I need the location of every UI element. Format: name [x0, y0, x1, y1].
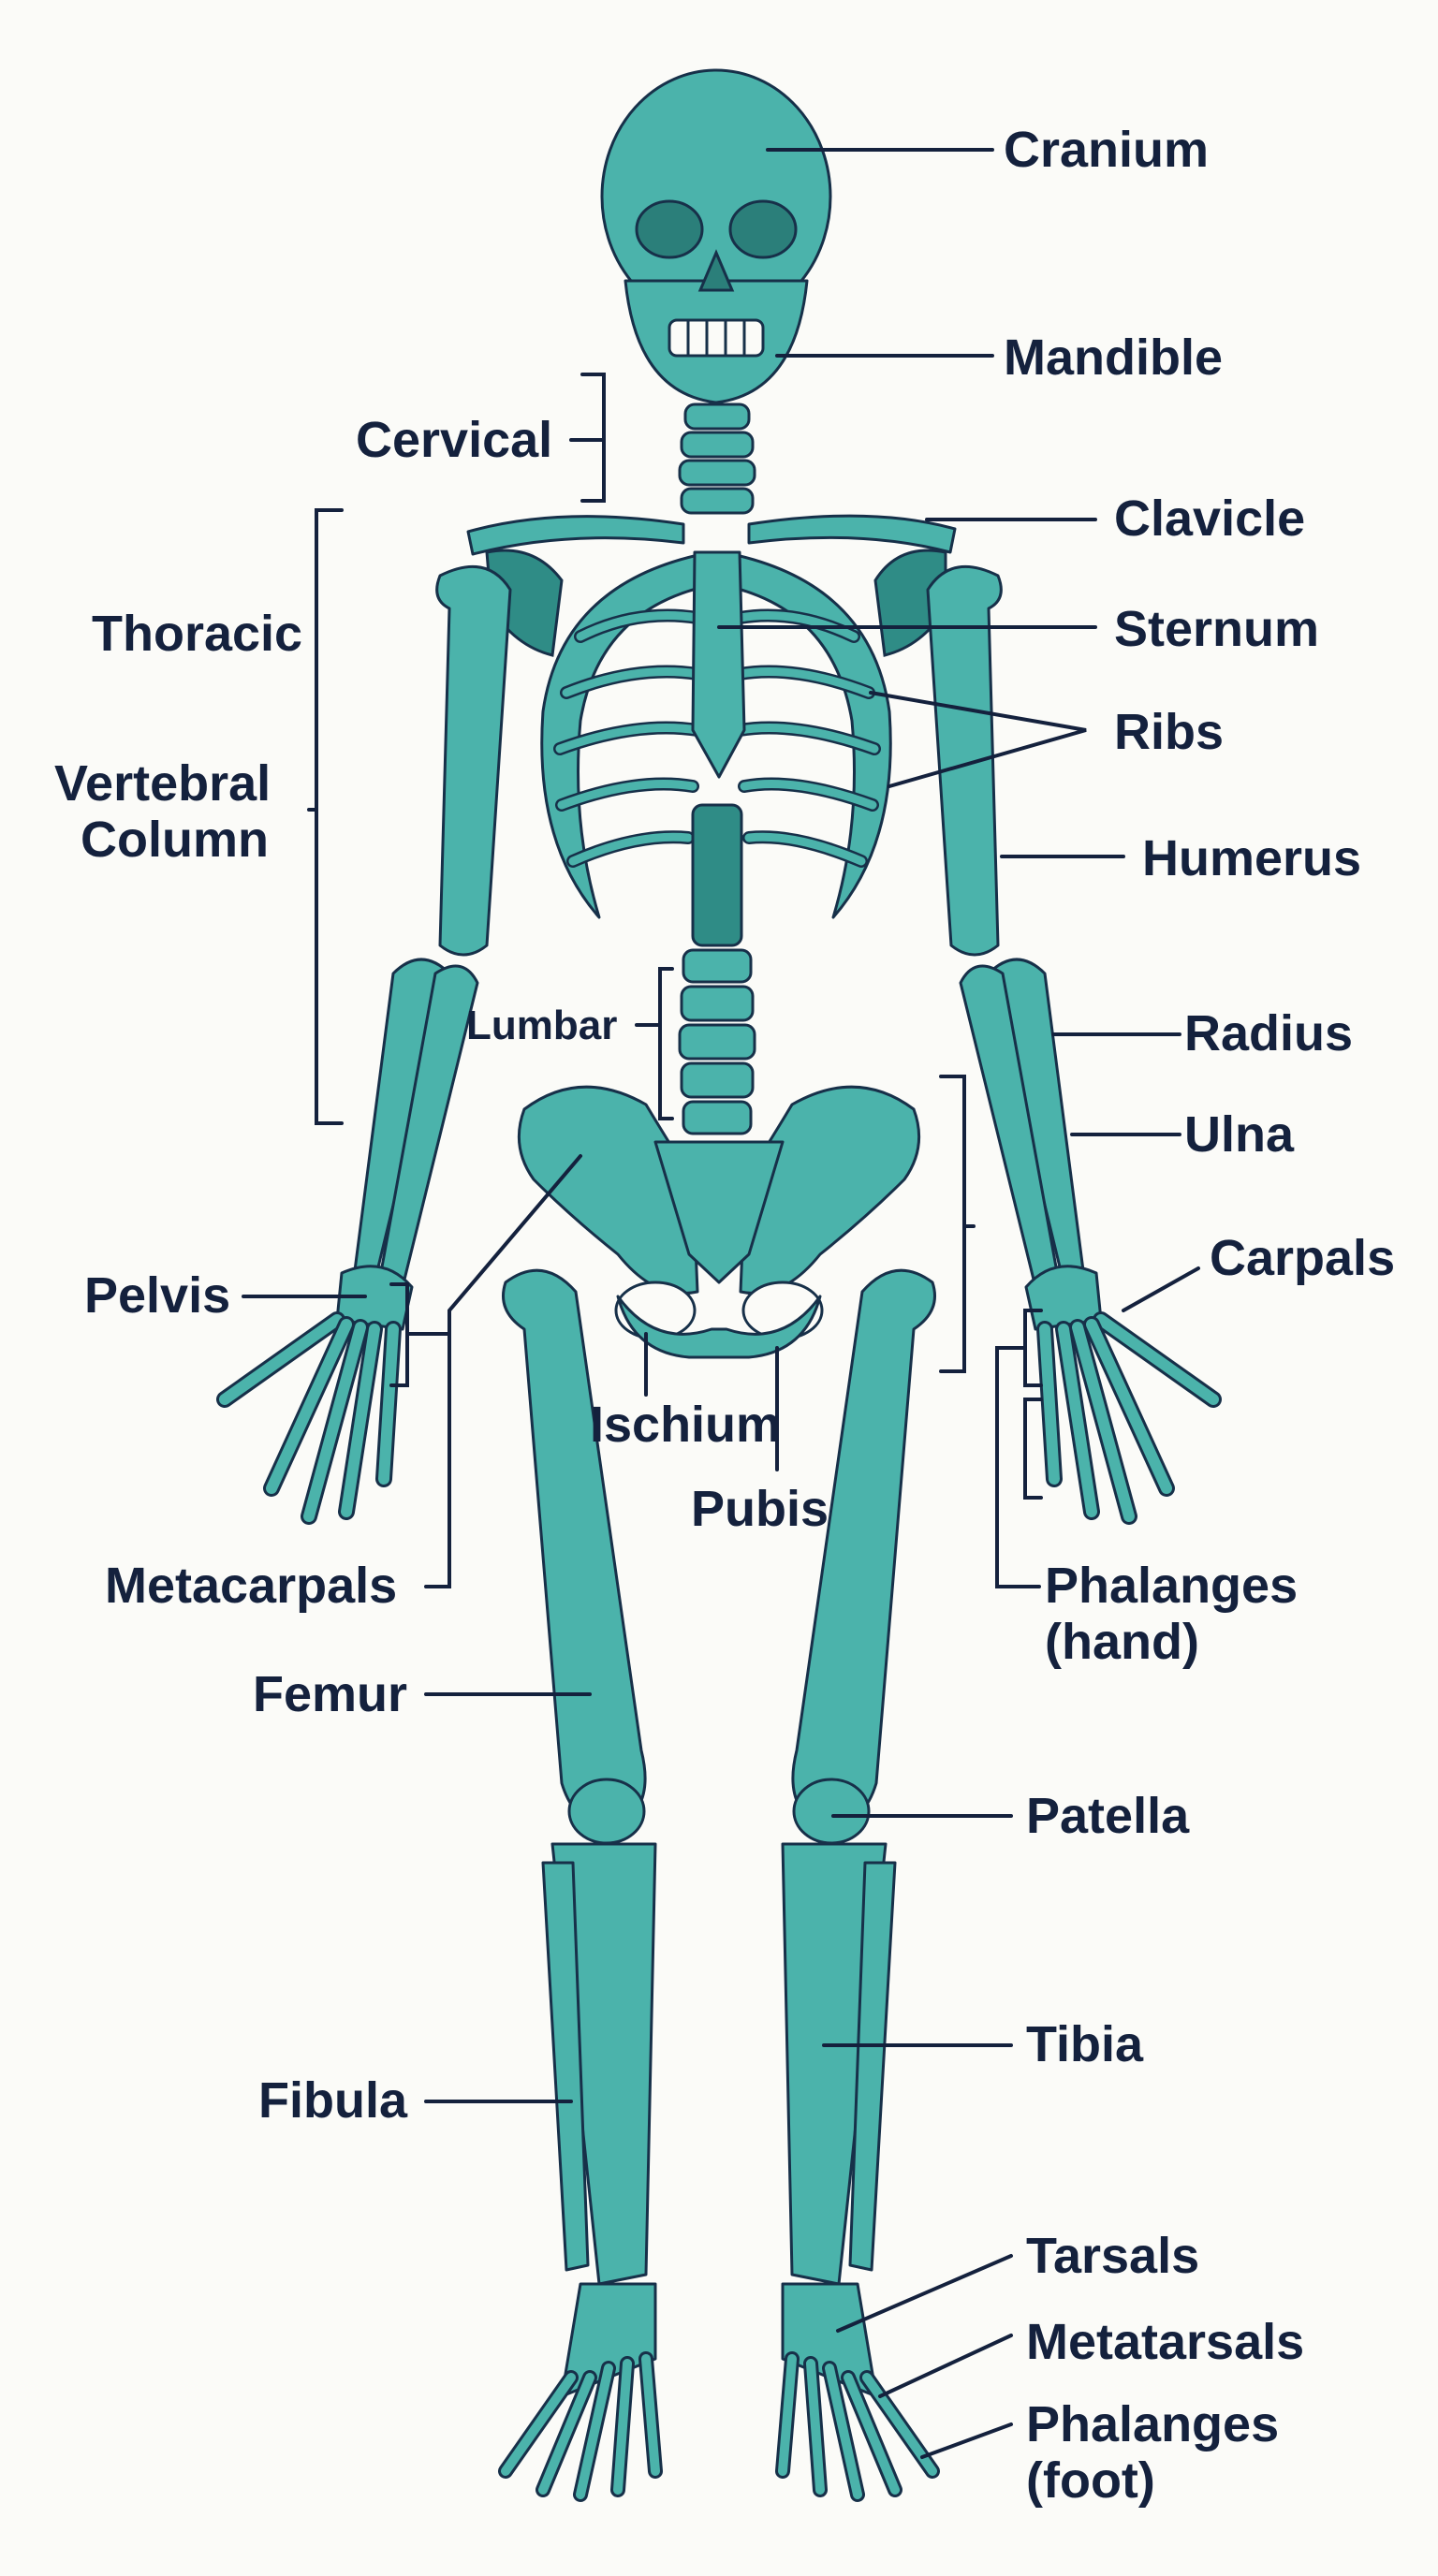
label-ribs: Ribs [1114, 704, 1224, 760]
label-carpals: Carpals [1210, 1230, 1395, 1286]
left-femur-bone [502, 1268, 647, 1827]
right-carpals-bone [1024, 1265, 1103, 1331]
ribs-leader [869, 691, 1087, 788]
label-fibula: Fibula [258, 2072, 408, 2129]
label-metacarpals: Metacarpals [105, 1558, 397, 1614]
label-patella: Patella [1026, 1788, 1190, 1844]
label-radius: Radius [1184, 1005, 1353, 1061]
left-humerus-bone [435, 564, 512, 957]
label-pubis: Pubis [691, 1481, 829, 1537]
right-arm [926, 564, 1222, 1525]
right-humerus-bone [926, 564, 1003, 957]
metacarpals-leader [424, 1154, 582, 1588]
label-tibia: Tibia [1026, 2016, 1144, 2072]
label-mandible: Mandible [1004, 329, 1223, 386]
skeleton [216, 68, 1222, 2502]
left-arm [216, 564, 512, 1525]
left-leg [498, 1268, 663, 2502]
metatarsals-leader [878, 2334, 1013, 2398]
spine [678, 803, 756, 1135]
label-ischium: Ischium [590, 1397, 781, 1453]
label-pelvis: Pelvis [84, 1267, 230, 1324]
right-clavicle-bone [747, 514, 957, 554]
left-fibula-bone [541, 1861, 590, 2272]
left-hand-bracket [389, 1282, 451, 1387]
vertebral-column-bracket [307, 508, 344, 1125]
label-femur: Femur [253, 1666, 407, 1722]
right-fibula-bone [848, 1861, 897, 2272]
phalanges-hand-bracket [1023, 1398, 1043, 1500]
label-vertebral-column-line1: Vertebral [54, 755, 271, 812]
label-lumbar: Lumbar [466, 1003, 617, 1048]
pelvis-bone [517, 1085, 921, 1359]
label-tarsals: Tarsals [1026, 2228, 1199, 2284]
lumbar-bracket [635, 967, 674, 1120]
carpals-leader [1122, 1266, 1200, 1312]
label-thoracic: Thoracic [92, 606, 302, 662]
cervical-bracket [569, 373, 606, 503]
label-phalanges-hand-line1: Phalanges [1045, 1558, 1298, 1614]
right-leg [775, 1268, 940, 2502]
label-ulna: Ulna [1184, 1106, 1295, 1163]
pelvis-right-bracket [939, 1075, 976, 1373]
nasal-cavity [697, 249, 735, 292]
sternum-bone [691, 550, 746, 779]
label-cranium: Cranium [1004, 122, 1209, 178]
cervical-vertebrae [678, 402, 756, 515]
label-phalanges-hand-line2: (hand) [1045, 1614, 1199, 1670]
right-femur-bone [791, 1268, 936, 1827]
label-humerus: Humerus [1142, 830, 1361, 886]
right-eye-socket [728, 199, 798, 259]
right-patella-bone [792, 1778, 871, 1845]
labels: Cranium Mandible Cervical Clavicle Thora… [54, 122, 1395, 2509]
label-phalanges-foot-line1: Phalanges [1026, 2396, 1279, 2452]
label-vertebral-column-line2: Column [81, 812, 269, 868]
sacrum [653, 1140, 785, 1284]
left-patella-bone [567, 1778, 646, 1845]
left-clavicle-bone [466, 515, 685, 556]
label-sternum: Sternum [1114, 601, 1319, 657]
skull [600, 68, 832, 404]
label-metatarsals: Metatarsals [1026, 2314, 1304, 2370]
label-clavicle: Clavicle [1114, 490, 1305, 547]
phalanges-foot-leader [920, 2422, 1013, 2459]
label-phalanges-foot-line2: (foot) [1026, 2452, 1155, 2509]
tarsals-leader [836, 2254, 1013, 2333]
left-eye-socket [635, 199, 704, 259]
leader-lines [242, 148, 1200, 2459]
right-hand-bracket [995, 1309, 1043, 1588]
teeth [668, 318, 765, 358]
rib-cage [540, 550, 892, 919]
label-cervical: Cervical [356, 412, 552, 468]
